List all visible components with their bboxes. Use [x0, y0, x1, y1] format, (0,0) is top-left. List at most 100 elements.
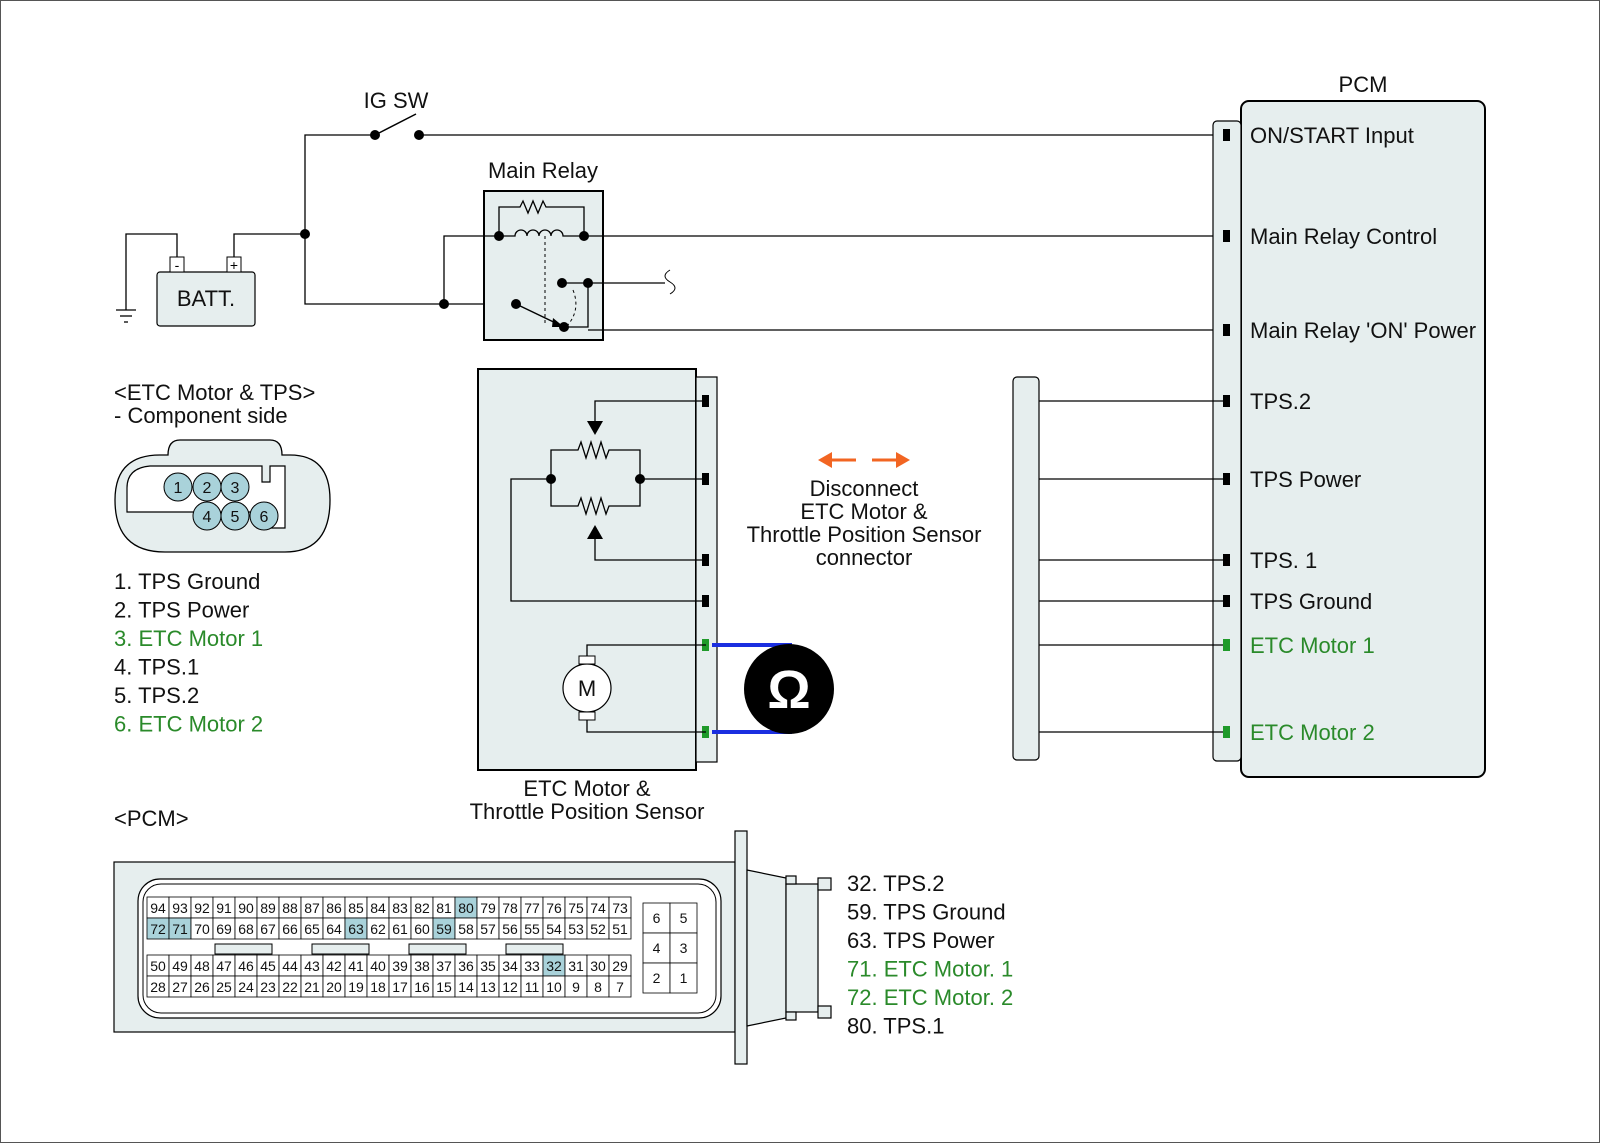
- ohm-symbol: Ω: [767, 660, 810, 720]
- pcm-small-pin-number: 2: [653, 970, 661, 986]
- pcm-pin-number: 90: [238, 900, 254, 916]
- disconnect-arrows: [818, 452, 910, 468]
- pcm-pin-number: 66: [282, 921, 298, 937]
- pcm-small-pin-number: 3: [680, 940, 688, 956]
- tps-pin-list-item: 5. TPS.2: [114, 683, 199, 708]
- pcm-pin-number: 22: [282, 979, 298, 995]
- pcm-pin-number: 49: [172, 958, 188, 974]
- pcm-pin-number: 72: [150, 921, 166, 937]
- pcm-pin-number: 83: [392, 900, 408, 916]
- disconnect-line4: connector: [816, 545, 913, 570]
- harness-connector: [1012, 376, 1040, 761]
- pcm-pin-number: 56: [502, 921, 518, 937]
- pcm-pin-terminal: [1223, 473, 1230, 485]
- pcm-pin-cell: [608, 975, 632, 998]
- pcm-pin-number: 69: [216, 921, 232, 937]
- pcm-small-pin-number: 4: [653, 940, 661, 956]
- etc-caption-line1: ETC Motor &: [523, 776, 650, 801]
- tps-pin-list-item: 3. ETC Motor 1: [114, 626, 263, 651]
- pcm-pin-number: 40: [370, 958, 386, 974]
- pcm-pin-number: 33: [524, 958, 540, 974]
- pcm-title: PCM: [1339, 72, 1388, 97]
- pcm-pin-terminal: [1223, 230, 1230, 242]
- battery: [156, 271, 256, 327]
- pcm-pin-number: 32: [546, 958, 562, 974]
- etc-connector-strip: [695, 376, 718, 763]
- pcm-pin-number: 78: [502, 900, 518, 916]
- pcm-pin-number: 59: [436, 921, 452, 937]
- pcm-pin-number: 47: [216, 958, 232, 974]
- pcm-pin-number: 30: [590, 958, 606, 974]
- etc-motor-label: M: [578, 676, 596, 701]
- pcm-pin-number: 67: [260, 921, 276, 937]
- pcm-pin-terminal: [1223, 395, 1230, 407]
- pcm-pin-number: 63: [348, 921, 364, 937]
- pcm-pin-list-item: 71. ETC Motor. 1: [847, 957, 1013, 982]
- pcm-pin-number: 42: [326, 958, 342, 974]
- disconnect-line1: Disconnect: [810, 476, 919, 501]
- pcm-pin-number: 65: [304, 921, 320, 937]
- pcm-pin-number: 93: [172, 900, 188, 916]
- pcm-pin-number: 75: [568, 900, 584, 916]
- pcm-pin-number: 88: [282, 900, 298, 916]
- pcm-pin-number: 31: [568, 958, 584, 974]
- pcm-pin-number: 60: [414, 921, 430, 937]
- pcm-pin-label: ETC Motor 2: [1250, 720, 1375, 745]
- pcm-pin-number: 74: [590, 900, 606, 916]
- ig-switch-blade: [374, 113, 417, 136]
- pcm-pin-number: 54: [546, 921, 562, 937]
- pcm-pin-terminal: [1223, 554, 1230, 566]
- pcm-pin-number: 11: [525, 979, 540, 995]
- pcm-pin-list: 32. TPS.2 59. TPS Ground 63. TPS Power 71. …: [847, 871, 1013, 1039]
- tps-pin-number: 2: [203, 480, 212, 497]
- pcm-connector-flange: [734, 830, 832, 1065]
- pcm-pin-number: 76: [546, 900, 562, 916]
- pcm-pin-number: 45: [260, 958, 276, 974]
- ohmmeter: [744, 644, 834, 734]
- pcm-pin-number: 41: [348, 958, 364, 974]
- pcm-pin-number: 14: [458, 979, 474, 995]
- pcm-pin-number: 19: [348, 979, 364, 995]
- pcm-pin-list-item: 80. TPS.1: [847, 1014, 944, 1039]
- pcm-pin-label: ON/START Input: [1250, 123, 1414, 148]
- pcm-pin-list-item: 32. TPS.2: [847, 871, 944, 896]
- pcm-pin-number: 18: [370, 979, 386, 995]
- pcm-pin-number: 39: [392, 958, 408, 974]
- pcm-box: [1240, 100, 1486, 778]
- pcm-pin-number: 46: [238, 958, 254, 974]
- pcm-pin-number: 28: [150, 979, 166, 995]
- pcm-pin-number: 10: [546, 979, 562, 995]
- pcm-pin-list-item: 59. TPS Ground: [847, 900, 1006, 925]
- pcm-pin-number: 34: [502, 958, 518, 974]
- pcm-pin-number: 36: [458, 958, 474, 974]
- pcm-pin-list-item: 63. TPS Power: [847, 928, 995, 953]
- pcm-pin-number: 77: [524, 900, 540, 916]
- pcm-small-pin-number: 5: [680, 910, 688, 926]
- pcm-pin-number: 82: [414, 900, 430, 916]
- pcm-pin-number: 71: [172, 921, 188, 937]
- pcm-pin-number: 23: [260, 979, 276, 995]
- relay-coil-winding: [499, 229, 584, 237]
- tps-pin-list-item: 4. TPS.1: [114, 655, 199, 680]
- pcm-pin-number: 24: [238, 979, 254, 995]
- pcm-pin-number: 12: [502, 979, 518, 995]
- tps-pin-number: 1: [174, 480, 183, 497]
- battery-plus-sign: +: [230, 257, 238, 273]
- pcm-pin-terminal: [1223, 639, 1230, 651]
- pcm-pin-number: 8: [594, 979, 602, 995]
- pcm-pin-label: TPS Power: [1250, 467, 1361, 492]
- component-title: <ETC Motor & TPS>: [114, 380, 315, 405]
- pcm-pin-number: 27: [172, 979, 188, 995]
- pcm-pin-number: 94: [150, 900, 166, 916]
- pcm-pin-number: 53: [568, 921, 584, 937]
- pcm-pin-list-item: 72. ETC Motor. 2: [847, 985, 1013, 1010]
- pcm-pin-number: 91: [216, 900, 232, 916]
- pcm-pin-label: TPS.2: [1250, 389, 1311, 414]
- pcm-pin-number: 57: [480, 921, 496, 937]
- ig-sw-label: IG SW: [364, 88, 429, 113]
- pcm-pin-label: TPS Ground: [1250, 589, 1372, 614]
- pcm-pin-terminal: [1223, 595, 1230, 607]
